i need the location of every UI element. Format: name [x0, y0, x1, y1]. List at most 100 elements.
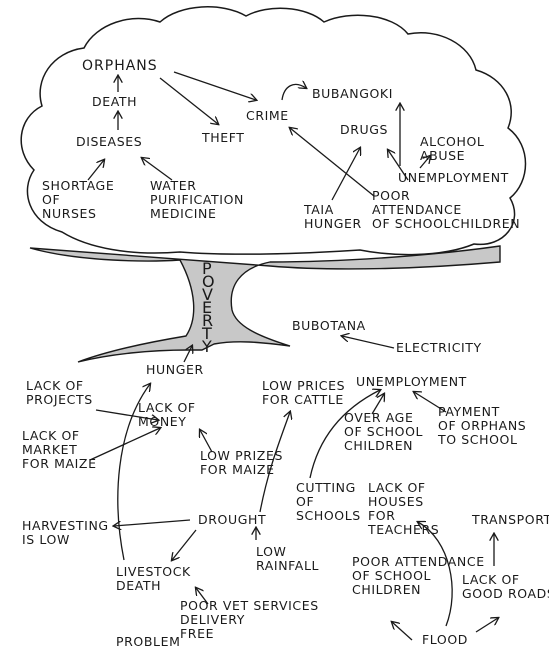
poverty-letter: T — [201, 324, 212, 343]
flood-line-0: FLOOD — [422, 632, 468, 647]
shortage-of-nurses-line-0: SHORTAGE — [42, 178, 114, 193]
unemployment-bottom-line-0: UNEMPLOYMENT — [356, 374, 467, 389]
payment-orphans-line-1: OF ORPHANS — [438, 418, 526, 433]
poor-attendance-bottom-line-0: POOR ATTENDANCE — [352, 554, 485, 569]
flood-label: FLOOD — [422, 632, 468, 647]
drought-line-0: DROUGHT — [198, 512, 266, 527]
arrow-shortage-to-diseases — [87, 160, 104, 181]
poor-vet-line-2: FREE — [180, 626, 214, 641]
cutting-schools-line-0: CUTTING — [296, 480, 356, 495]
arrow-flood-to-attendance — [392, 622, 413, 641]
taia-hunger-line-0: TAIA — [303, 202, 334, 217]
hunger-label: HUNGER — [146, 362, 204, 377]
low-prizes-maize-line-0: LOW PRIZES — [200, 448, 283, 463]
over-age-line-1: OF SCHOOL — [344, 424, 423, 439]
low-prizes-maize-line-1: FOR MAIZE — [200, 462, 275, 477]
arrow-poor-attendance-to-crime — [290, 128, 375, 197]
tree-trunk — [29, 245, 501, 363]
transport-line-0: TRANSPORT — [471, 512, 549, 527]
arrow-payment-to-unemployment — [414, 392, 447, 413]
problem-label: PROBLEM — [116, 634, 180, 649]
lack-of-money-line-0: LACK OF — [138, 400, 196, 415]
diseases-label: DISEASES — [76, 134, 142, 149]
arrow-water-to-diseases — [142, 158, 173, 181]
water-purification-line-2: MEDICINE — [150, 206, 216, 221]
arrow-orphans-to-crime — [173, 71, 256, 100]
arrow-hunger-to-trunk — [183, 346, 192, 363]
poor-attendance-bottom-line-1: OF SCHOOL — [352, 568, 431, 583]
unemployment-top-label: UNEMPLOYMENT — [398, 170, 509, 185]
arrow-unemployment-to-alcohol — [419, 156, 430, 169]
water-purification-line-1: PURIFICATION — [150, 192, 244, 207]
lack-of-houses-line-1: HOUSES — [368, 494, 424, 509]
cutting-schools-line-1: OF — [296, 494, 314, 509]
hunger-line-0: HUNGER — [146, 362, 204, 377]
lack-of-projects-line-1: PROJECTS — [26, 392, 93, 407]
harvesting-low-line-0: HARVESTING — [22, 518, 109, 533]
shortage-of-nurses-line-2: NURSES — [42, 206, 97, 221]
lack-of-projects-line-0: LACK OF — [26, 378, 84, 393]
death-line-0: DEATH — [92, 94, 137, 109]
orphans-line-0: ORPHANS — [82, 58, 158, 74]
transport-label: TRANSPORT — [471, 512, 549, 527]
livestock-death-line-0: LIVESTOCK — [116, 564, 191, 579]
arrow-electricity-to-bubotana — [342, 336, 395, 349]
lack-of-market-line-0: LACK OF — [22, 428, 80, 443]
poor-vet-line-0: POOR VET SERVICES — [180, 598, 319, 613]
drugs-label: DRUGS — [340, 122, 388, 137]
arrow-unemployment-to-drugs — [388, 150, 409, 181]
poverty-letter: P — [202, 259, 212, 278]
poverty-letter: O — [202, 272, 215, 291]
over-age-line-0: OVER AGE — [344, 410, 413, 425]
theft-line-0: THEFT — [201, 130, 245, 145]
crime-label: CRIME — [246, 108, 289, 123]
arrow-crime-bubangoki — [281, 84, 306, 101]
death-label: DEATH — [92, 94, 137, 109]
arrow-orphans-to-theft — [159, 77, 218, 124]
cutting-schools-line-2: SCHOOLS — [296, 508, 361, 523]
lack-of-good-roads-line-1: GOOD ROADS — [462, 586, 549, 601]
livestock-death-line-1: DEATH — [116, 578, 161, 593]
low-prices-cattle-line-1: FOR CATTLE — [262, 392, 344, 407]
arrow-flood-to-houses — [418, 522, 453, 627]
bubotana-line-0: BUBOTANA — [292, 318, 366, 333]
drugs-line-0: DRUGS — [340, 122, 388, 137]
payment-orphans-line-0: PAYMENT — [438, 404, 500, 419]
arrow-market-to-money — [89, 428, 160, 461]
lack-of-houses-line-3: TEACHERS — [367, 522, 439, 537]
poverty-letter: Y — [201, 337, 212, 356]
tree-canopy — [20, 6, 527, 256]
lack-of-market-line-2: FOR MAIZE — [22, 456, 97, 471]
shortage-of-nurses-line-1: OF — [42, 192, 60, 207]
water-purification-line-0: WATER — [150, 178, 196, 193]
harvesting-low-line-1: IS LOW — [22, 532, 70, 547]
poor-attendance-top-line-0: POOR — [372, 188, 410, 203]
arrow-drought-to-harvesting — [114, 519, 191, 526]
unemployment-top-line-0: UNEMPLOYMENT — [398, 170, 509, 185]
electricity-line-0: ELECTRICITY — [396, 340, 482, 355]
taia-hunger-line-1: HUNGER — [304, 216, 362, 231]
poor-vet-line-1: DELIVERY — [180, 612, 245, 627]
poor-attendance-top-line-1: ATTENDANCE — [372, 202, 462, 217]
arrow-poorvet-to-livestock — [196, 588, 209, 605]
over-age-line-2: CHILDREN — [344, 438, 413, 453]
poverty-letter: E — [202, 298, 212, 317]
lack-of-good-roads-line-0: LACK OF — [462, 572, 520, 587]
bubotana-label: BUBOTANA — [292, 318, 366, 333]
arrow-drought-to-cattle — [259, 412, 290, 513]
